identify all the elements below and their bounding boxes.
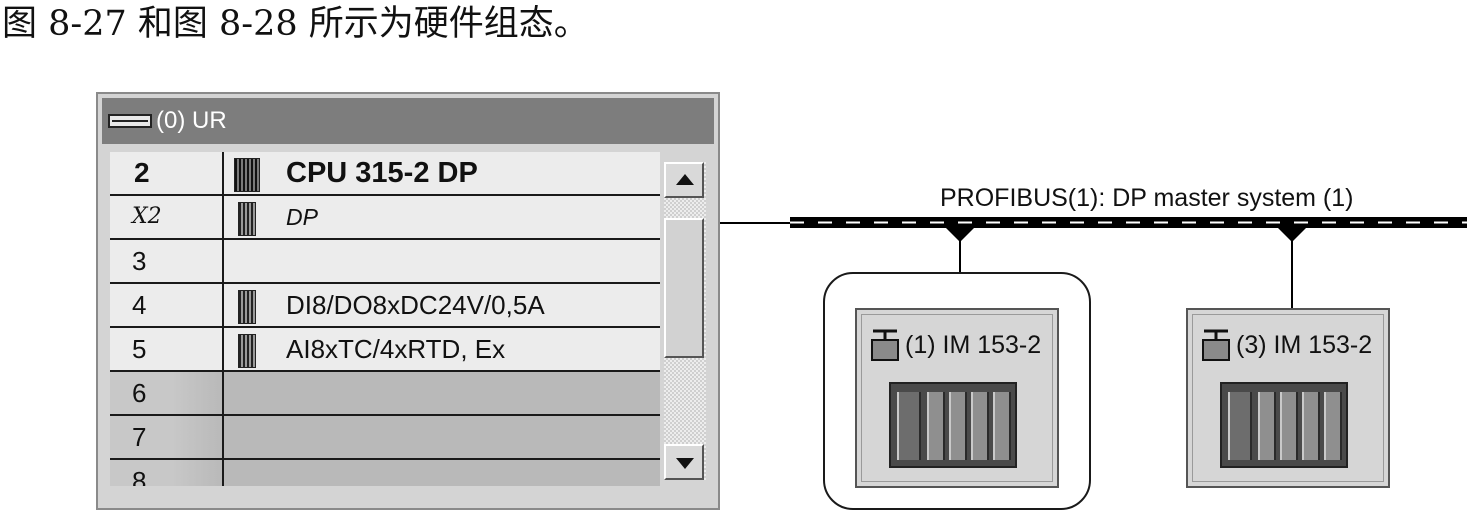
scroll-thumb[interactable] (664, 218, 704, 358)
slot-row-6[interactable]: 6 (110, 372, 660, 416)
scroll-up-button[interactable] (664, 162, 704, 198)
slot-row-4[interactable]: 4 DI8/DO8xDC24V/0,5A (110, 284, 660, 328)
rack-rail-icon (108, 114, 152, 128)
slot-number: 6 (110, 372, 222, 414)
slot-number: X2 (132, 204, 162, 229)
rack-title-bar[interactable]: (0) UR (102, 98, 714, 144)
scroll-down-button[interactable] (664, 444, 704, 480)
dp-slave-icon (871, 329, 899, 361)
slot-table[interactable]: 2 CPU 315-2 DP X2 DP 3 4 DI8/DO8xDC24V/0… (110, 152, 660, 486)
module-name: CPU 315-2 DP (286, 157, 478, 189)
dp-slave-station-1[interactable]: (1) IM 153-2 (855, 308, 1059, 488)
slot-row-8[interactable]: 8 (110, 460, 660, 486)
station-title: (1) IM 153-2 (905, 331, 1042, 359)
slot-number: 4 (132, 290, 147, 320)
rack-window[interactable]: (0) UR 2 CPU 315-2 DP X2 DP 3 4 DI8/DO8x… (96, 92, 720, 510)
slot-row-7[interactable]: 7 (110, 416, 660, 460)
figure-caption: 图 8-27 和图 8-28 所示为硬件组态。 (2, 4, 589, 44)
module-name: DI8/DO8xDC24V/0,5A (286, 290, 545, 320)
module-name: DP (286, 204, 318, 230)
dp-slave-station-3[interactable]: (3) IM 153-2 (1186, 308, 1390, 488)
vertical-scrollbar[interactable] (664, 162, 706, 480)
station-module-rack (889, 382, 1017, 468)
module-name: AI8xTC/4xRTD, Ex (286, 334, 506, 364)
slot-row-3[interactable]: 3 (110, 240, 660, 284)
io-module-icon (238, 290, 256, 324)
slot-number: 7 (110, 416, 222, 458)
rack-title: (0) UR (156, 107, 227, 134)
bus-label: PROFIBUS(1): DP master system (1) (940, 184, 1354, 212)
station-module-rack (1220, 382, 1348, 468)
bus-drop-marker-3 (1278, 228, 1306, 242)
station-title: (3) IM 153-2 (1236, 331, 1373, 359)
slot-row-5[interactable]: 5 AI8xTC/4xRTD, Ex (110, 328, 660, 372)
column-divider (222, 152, 224, 486)
io-module-icon (238, 334, 256, 368)
interface-module-icon (238, 202, 256, 236)
slot-number: 3 (132, 246, 147, 276)
slot-number: 8 (110, 460, 222, 486)
cpu-module-icon (234, 158, 260, 192)
slot-row-2[interactable]: 2 CPU 315-2 DP (110, 152, 660, 196)
bus-drop-marker-1 (946, 228, 974, 242)
slot-number: 5 (132, 334, 147, 364)
slot-row-x2[interactable]: X2 DP (110, 196, 660, 240)
slot-number: 2 (134, 157, 150, 188)
dp-slave-icon (1202, 329, 1230, 361)
